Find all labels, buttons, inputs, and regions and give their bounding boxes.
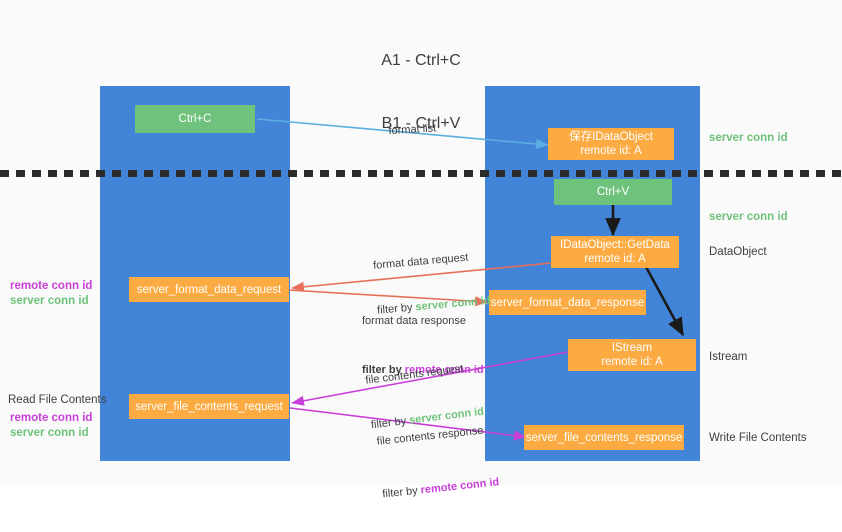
node-istream-line2: remote id: A (601, 356, 663, 368)
filter-prefix: filter by (381, 484, 422, 501)
label-server-conn-id-mid: server conn id (709, 211, 788, 223)
edge-label-format-data-response-title: format data response (362, 315, 466, 327)
filter-value-remote-conn-id: remote conn id (420, 476, 500, 497)
label-server-conn-id-1: server conn id (10, 295, 89, 307)
label-istream: Istream (709, 351, 748, 363)
node-server-file-contents-response-label: server_file_contents_response (525, 431, 683, 444)
edge-label-file-contents-request-title: file contents request (364, 362, 464, 387)
node-server-file-contents-request[interactable]: server_file_contents_request (129, 394, 289, 419)
node-ctrl-v-line1: Ctrl+V (596, 186, 630, 198)
phase-divider (0, 170, 842, 177)
node-server-file-contents-request-label: server_file_contents_request (135, 400, 283, 413)
node-ctrl-c[interactable]: Ctrl+C (135, 105, 255, 133)
edge-label-file-contents-response-filter: filter by remote conn id (382, 475, 500, 502)
node-idataobject-top-line2: remote id: A (580, 145, 642, 157)
edge-label-format-data-response: format data response filter by remote co… (362, 284, 484, 408)
node-ctrl-v[interactable]: Ctrl+V (554, 179, 672, 205)
label-server-conn-id-2: server conn id (10, 427, 89, 439)
node-istream-line1: IStream (611, 342, 653, 354)
edge-label-file-contents-response: file contents response filter by remote … (373, 393, 503, 532)
node-idataobject-top[interactable]: 保存IDataObject remote id: A (548, 128, 674, 160)
edge-label-format-data-request-title: format data request (372, 251, 469, 272)
node-idataobject-top-line1: 保存IDataObject (569, 131, 653, 143)
filter-value-remote-conn-id: remote conn id (404, 364, 484, 376)
label-remote-conn-id-2: remote conn id (10, 412, 93, 424)
diagram-canvas: A1 - Ctrl+C B1 - Ctrl+V A1 remote B1 con… (0, 52, 842, 500)
filter-prefix: filter by (362, 364, 405, 376)
label-server-conn-id-top: server conn id (709, 132, 788, 144)
node-ctrl-c-line1: Ctrl+C (178, 113, 212, 125)
node-idataobject-getdata-line2: remote id: A (584, 253, 646, 265)
node-server-format-data-request-label: server_format_data_request (136, 283, 282, 296)
label-read-file-contents: Read File Contents (8, 394, 107, 406)
edge-label-format-list-text: format list (388, 122, 437, 138)
node-idataobject-getdata[interactable]: IDataObject::GetData remote id: A (551, 236, 679, 268)
edge-label-format-data-response-filter: filter by remote conn id (362, 363, 484, 378)
title-line-1: A1 - Ctrl+C (381, 52, 461, 69)
node-idataobject-getdata-line1: IDataObject::GetData (560, 239, 670, 251)
node-server-format-data-request[interactable]: server_format_data_request (129, 277, 289, 302)
node-server-file-contents-response[interactable]: server_file_contents_response (524, 425, 684, 450)
edge-label-format-list: format list (375, 106, 438, 155)
node-istream[interactable]: IStream remote id: A (568, 339, 696, 371)
edge-label-file-contents-response-title: file contents response (376, 424, 484, 448)
node-server-format-data-response-label: server_format_data_response (490, 296, 645, 309)
label-remote-conn-id-1: remote conn id (10, 280, 93, 292)
label-dataobject: DataObject (709, 246, 767, 258)
node-server-format-data-response[interactable]: server_format_data_response (489, 290, 646, 315)
label-write-file-contents: Write File Contents (709, 432, 807, 444)
